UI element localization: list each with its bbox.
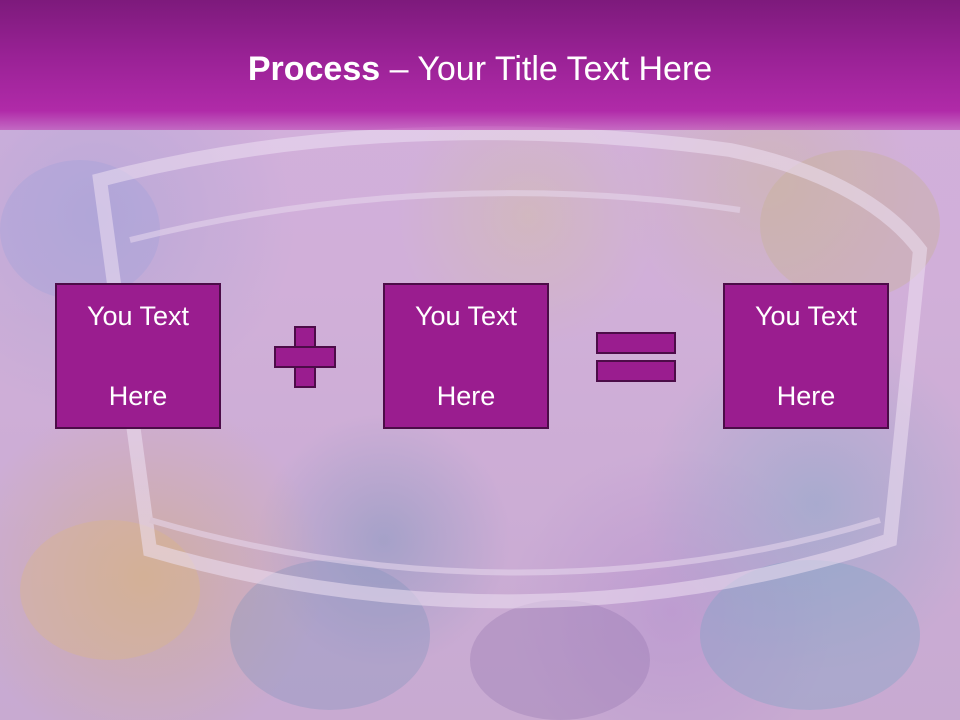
crown-graphic [92, 126, 928, 609]
title-bar [0, 0, 960, 130]
box-2-line-1: You Text [414, 301, 518, 331]
box-2-line-2: Here [436, 381, 496, 411]
box-1-line-1: You Text [86, 301, 190, 331]
page-title: Process – Your Title Text Here [0, 50, 960, 89]
title-rest: – Your Title Text Here [380, 50, 713, 88]
title-bold: Process [247, 50, 381, 88]
box-3-line-1: You Text [754, 301, 858, 331]
box-3-line-2: Here [776, 381, 836, 411]
box-1-line-2: Here [108, 381, 168, 411]
